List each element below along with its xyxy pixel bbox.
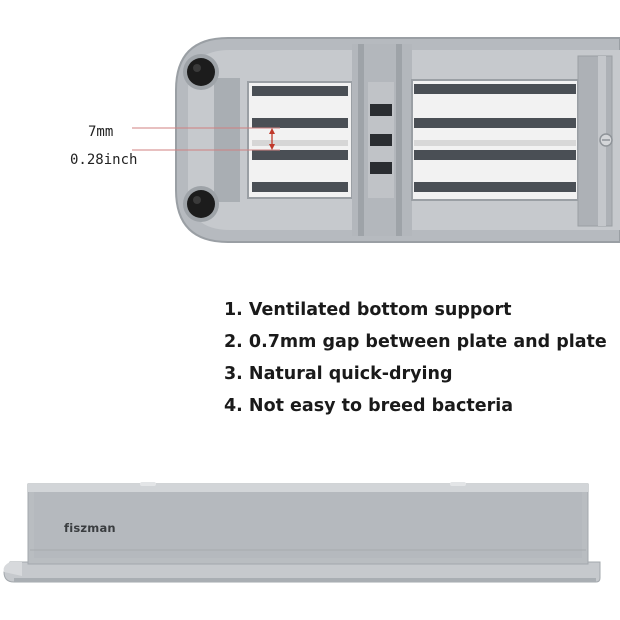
left-cap-panel <box>214 78 240 202</box>
measurement-inch-label: 0.28inch <box>70 152 138 168</box>
rubber-foot-bottom <box>183 186 219 222</box>
feature-4: 4. Not easy to breed bacteria <box>224 396 514 416</box>
feature-3: 3. Natural quick-drying <box>224 364 453 384</box>
brand-logo-text: fiszman <box>64 521 116 535</box>
rubber-foot-top <box>183 54 219 90</box>
feature-1: 1. Ventilated bottom support <box>224 300 512 320</box>
feature-2: 2. 0.7mm gap between plate and plate <box>224 332 607 352</box>
product-side-view <box>3 482 601 583</box>
measurement-mm-label: 7mm <box>88 124 114 140</box>
product-bottom-view <box>132 37 620 243</box>
